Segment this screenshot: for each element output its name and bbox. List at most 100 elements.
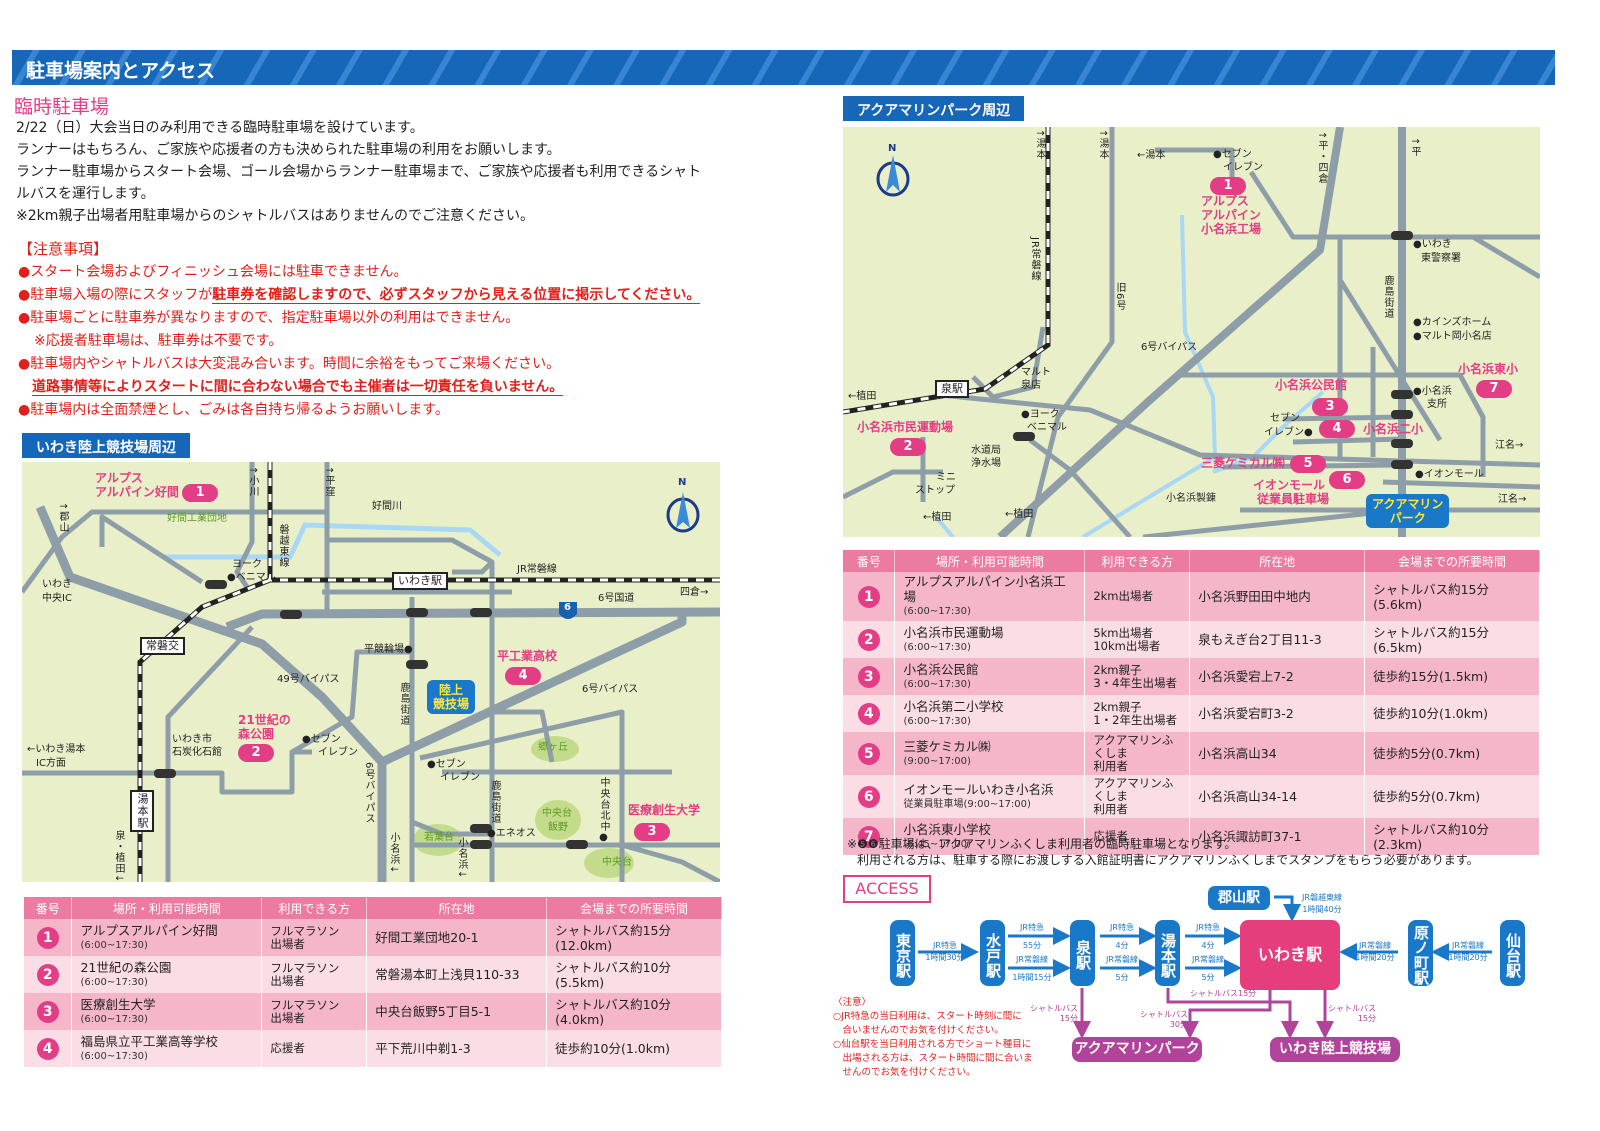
map-label: ●いわき xyxy=(1413,239,1452,250)
map-label: ↑平 xyxy=(1409,137,1420,158)
map-label: 泉駅 xyxy=(935,380,969,398)
caution-line: 出場される方は、スタート時間に間に合いま xyxy=(833,1053,1033,1064)
route-6-shield-icon xyxy=(559,602,577,619)
parking-number-badge: 4 xyxy=(505,667,541,685)
caution-list: 【注意事項】 ●スタート会場およびフィニッシュ会場には駐車できません。 ●駐車場… xyxy=(18,238,701,422)
available-hours: (6:00~17:30) xyxy=(903,606,971,617)
caution-item: ●スタート会場およびフィニッシュ会場には駐車できません。 xyxy=(18,264,408,280)
available-hours: (6:00~17:30) xyxy=(80,939,148,951)
map-label: JR常磐線 xyxy=(1029,237,1040,282)
available-hours: 従業員駐車場(9:00~17:00) xyxy=(903,798,1031,810)
map-label: ストップ xyxy=(915,485,955,496)
map-label: 三菱ケミカル㈱ xyxy=(1201,456,1285,470)
aquamarine-park-area-map: N アクアマリンパーク ↑湯本↑湯本←湯本●セブンイレブンアルプスアルパイン小名… xyxy=(843,127,1540,537)
map-label: いわき駅 xyxy=(392,572,448,590)
map-label: 支所 xyxy=(1427,399,1447,410)
row-number-badge: 1 xyxy=(857,585,880,608)
map-label: 中央台 xyxy=(542,808,572,819)
caution-item: ●駐車場内は全面禁煙とし、ごみは各自持ち帰るようお願いします。 xyxy=(18,402,449,418)
number-cell: 5 xyxy=(843,732,896,775)
available-hours: (6:00~17:30) xyxy=(80,1050,148,1062)
map-label: 泉店 xyxy=(1021,380,1041,391)
venue-line: パーク xyxy=(1389,511,1426,525)
map-label: ●小名浜 xyxy=(1413,386,1452,397)
line-name: JR常磐線 xyxy=(1192,955,1224,964)
eligible-users-cell: 応援者 xyxy=(261,1030,368,1067)
map-label: 江名→ xyxy=(1495,440,1524,451)
caution-heading: 【注意事項】 xyxy=(18,240,109,258)
map-label: アルプス xyxy=(95,471,143,485)
column-header: 所在地 xyxy=(1189,550,1366,572)
place-cell: 福島県立平工業高等学校(6:00~17:30) xyxy=(71,1030,263,1067)
row-number-badge: 3 xyxy=(857,665,880,688)
column-header: 番号 xyxy=(843,550,896,572)
text-line: ルバスを運行します。 xyxy=(16,186,155,202)
map-label: 21世紀の xyxy=(238,713,291,727)
row-number-badge: 6 xyxy=(857,785,880,808)
row-number-badge: 4 xyxy=(36,1037,59,1060)
column-header: 会場までの所要時間 xyxy=(1364,550,1540,572)
address-cell: 小名浜高山34 xyxy=(1189,732,1366,775)
number-cell: 3 xyxy=(24,993,73,1030)
address-cell: 小名浜高山34-14 xyxy=(1189,775,1366,818)
area-blob xyxy=(584,848,634,878)
duration: 1時間30分 xyxy=(925,953,965,962)
table-note: ※❺❻駐車場は、アクアマリンふくしま利用者の臨時駐車場となります。 xyxy=(847,837,1237,851)
number-cell: 2 xyxy=(24,956,73,993)
place-cell: 小名浜第二小学校(6:00~17:30) xyxy=(894,695,1086,732)
address-cell: 小名浜愛宕町3-2 xyxy=(1189,695,1366,732)
map-label: イレブン● xyxy=(1264,427,1313,438)
destination-iwaki-stadium: いわき陸上競技場 xyxy=(1270,1037,1400,1062)
address-cell: 常磐湯本町上浅貝110-33 xyxy=(366,956,548,993)
compass-label: N xyxy=(888,143,897,154)
place-name: アルプスアルパイン好間 xyxy=(80,922,218,938)
travel-time-cell: シャトルバス約10分(4.0km) xyxy=(546,993,722,1030)
map-label: 小名浜東小 xyxy=(1458,362,1519,376)
map-label: 6号バイパス xyxy=(363,762,374,825)
number-cell: 1 xyxy=(843,572,896,621)
map-label: 中央台北中● xyxy=(598,777,609,844)
area-blob xyxy=(413,824,463,856)
row-number-badge: 7 xyxy=(857,825,880,848)
parking-number-badge: 2 xyxy=(238,744,274,762)
travel-time-cell: シャトルバス約15分(12.0km) xyxy=(546,919,722,956)
temp-parking-text: 2/22（日）大会当日のみ利用できる臨時駐車場を設けています。 ランナーはもちろ… xyxy=(16,117,701,227)
map-label: 従業員駐車場 xyxy=(1257,492,1330,506)
table-header-row: 番号場所・利用可能時間利用できる方所在地会場までの所要時間 xyxy=(24,897,722,919)
column-header: 場所・利用可能時間 xyxy=(894,550,1086,572)
access-heading: ACCESS xyxy=(843,875,931,903)
venue-line: 競技場 xyxy=(433,697,470,711)
caution-item: ●駐車場ごとに駐車券が異なりますので、指定駐車場以外の利用はできません。 xyxy=(18,310,520,326)
map-label: 小名浜製錬 xyxy=(1166,493,1216,504)
duration: 4分 xyxy=(1115,941,1129,950)
parking-number-badge: 1 xyxy=(1210,177,1246,195)
map-label: ←湯本 xyxy=(1137,150,1166,161)
parking-number-badge: 1 xyxy=(182,484,218,502)
map-label: ↑平・四倉 xyxy=(1316,131,1327,185)
map-label: ←植田 xyxy=(923,512,952,523)
map-label: いわき市 xyxy=(172,734,212,745)
map-label: ●エネオス xyxy=(487,828,536,839)
caution-line: ○JR特急の当日利用は、スタート時刻に間に xyxy=(833,1011,1022,1022)
area-blob xyxy=(531,736,579,762)
parking-number-badge: 2 xyxy=(890,438,926,456)
address-cell: 小名浜愛宕上7-2 xyxy=(1189,658,1366,695)
station-haranomachi: 原ノ町駅 xyxy=(1408,920,1433,986)
row-number-badge: 2 xyxy=(857,628,880,651)
map-label: 平競輪場● xyxy=(364,644,413,655)
parking-number-badge: 6 xyxy=(1329,471,1365,489)
map-label: ←植田 xyxy=(1005,509,1034,520)
number-cell: 7 xyxy=(843,818,896,855)
north-arrow-icon xyxy=(876,155,910,197)
address-cell: 平下荒川中剃1-3 xyxy=(366,1030,548,1067)
route-shield-number: 6 xyxy=(564,602,571,613)
map-label: 6号バイパス xyxy=(582,684,639,695)
shuttle-bus-label: シャトルバス15分 xyxy=(1190,989,1257,998)
station-mito: 水戸駅 xyxy=(980,920,1005,986)
available-hours: (6:00~17:30) xyxy=(903,715,971,727)
duration: 55分 xyxy=(1022,941,1042,950)
